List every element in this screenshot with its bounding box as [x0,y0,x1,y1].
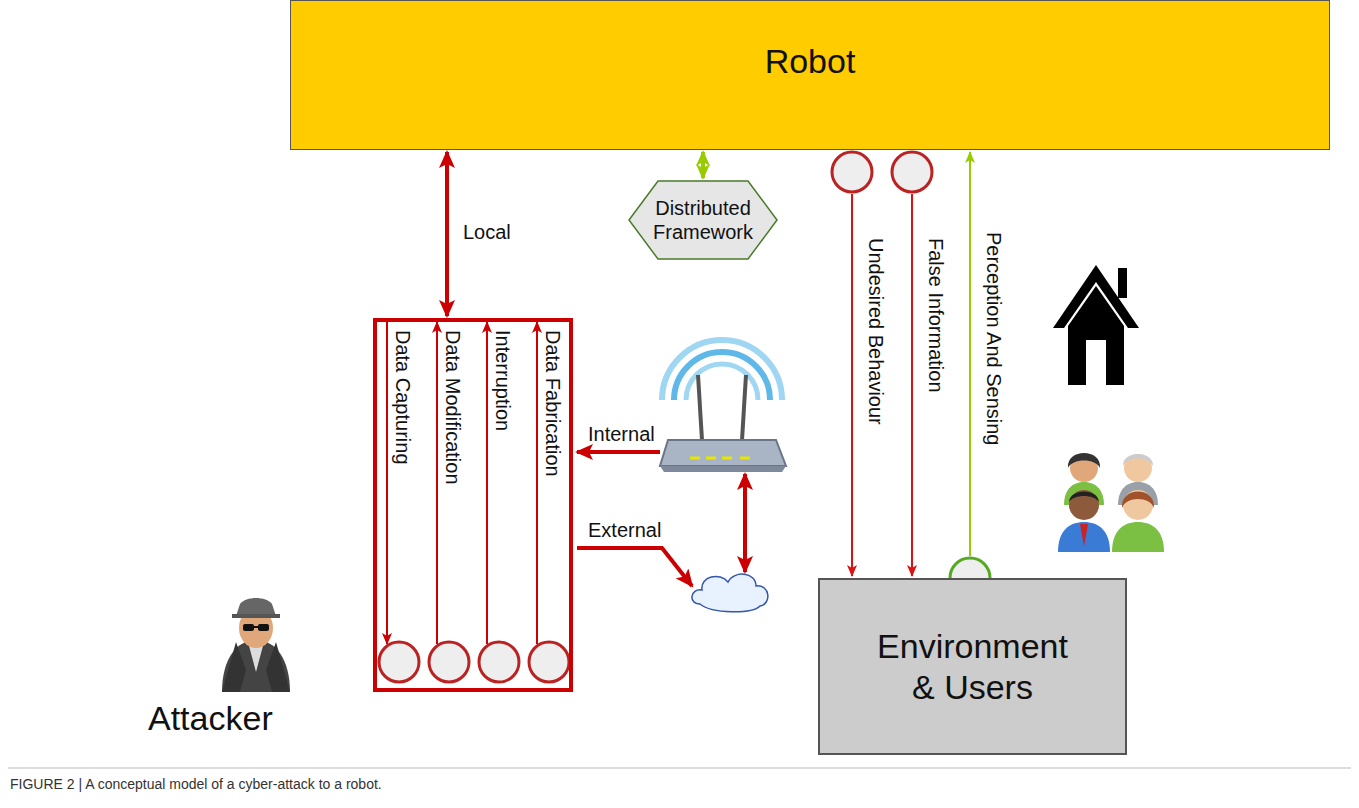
caption-rule [8,768,1351,769]
node-text: Environment & Users [863,626,1083,708]
house-icon [1053,265,1139,385]
channel-label: Data Capturing [391,330,415,465]
channel-label: Data Fabrication [541,330,565,477]
router-icon [660,340,786,472]
connector [703,152,704,178]
connector-circle [892,152,932,192]
attacker-icon [222,598,290,692]
connector-line [701,152,705,178]
network-links [577,452,745,586]
edge-label: Local [463,220,511,244]
connector-line [969,152,971,556]
connector-line [911,194,913,576]
connector [447,152,448,316]
users-icon [1058,453,1164,552]
robot-box: Robot [290,0,1330,150]
attack-circles [379,642,569,682]
edge-label: False Information [924,238,948,393]
attacker-label: Attacker [148,698,273,738]
connector-line [851,194,853,576]
edge-label: Undesired Behaviour [864,238,888,425]
link-label: External [588,518,661,542]
channel-label: Interruption [491,330,515,431]
cloud-icon [692,574,768,612]
hexagon-shape [629,181,777,259]
edge-label: Perception And Sensing [982,232,1006,446]
link-label: Internal [588,422,655,446]
channel-label: Data Modification [441,330,465,485]
node-text: Robot [765,41,856,82]
connector-circle [832,152,872,192]
figure-caption: FIGURE 2 | A conceptual model of a cyber… [10,772,382,796]
framework-hexagon: Distributed Framework [628,180,778,260]
attack-channels [387,320,537,644]
node-text: Distributed Framework [653,196,753,244]
hexagon-outline [628,180,778,260]
environment-box: Environment & Users [818,578,1127,755]
connector-line [445,152,449,316]
